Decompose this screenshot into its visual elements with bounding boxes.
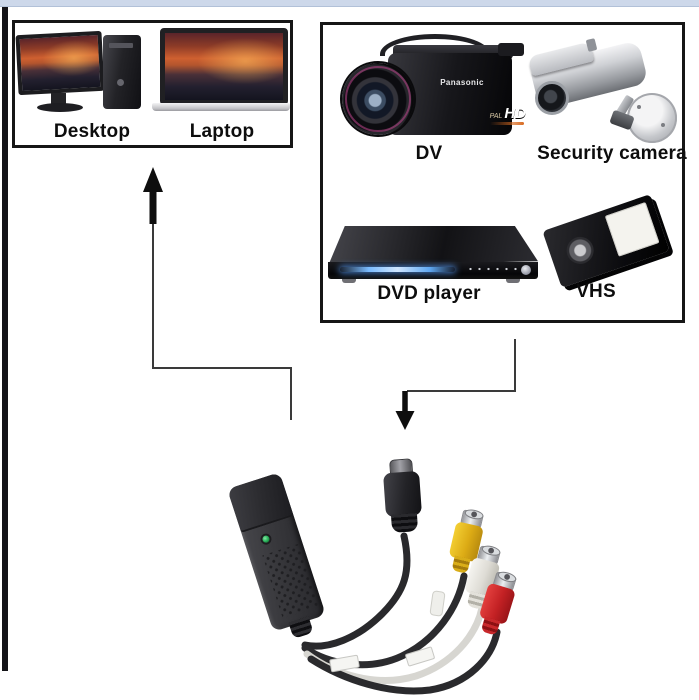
arrow-to-computers bbox=[143, 167, 292, 420]
dvd-foot bbox=[506, 279, 520, 283]
top-strip-decoration bbox=[0, 0, 699, 7]
badge-pal-text: PAL bbox=[489, 113, 503, 120]
rca-tail bbox=[480, 616, 501, 636]
dv-label: DV bbox=[415, 143, 443, 164]
composite-cable bbox=[301, 572, 468, 669]
dvd-blue-light bbox=[340, 267, 455, 272]
dvd-top-surface bbox=[328, 226, 538, 266]
dvd-knob bbox=[521, 265, 531, 275]
vhs-reel bbox=[562, 233, 598, 268]
dvd-front-panel bbox=[328, 262, 538, 279]
usb-capture-stick bbox=[227, 472, 326, 639]
usb-connector-cap bbox=[227, 472, 294, 533]
monitor-stand-neck bbox=[51, 93, 66, 105]
laptop-screen-image bbox=[160, 28, 288, 105]
vhs-tape-image bbox=[541, 194, 676, 290]
desktop-label: Desktop bbox=[53, 121, 131, 142]
cable-strain-relief bbox=[288, 616, 314, 639]
dvd-player-image bbox=[328, 220, 543, 290]
tower-power-button bbox=[117, 79, 124, 86]
svideo-body bbox=[383, 470, 423, 518]
camcorder-brand-text: Panasonic bbox=[440, 78, 484, 87]
camera-top-knob bbox=[585, 38, 598, 52]
svideo-connector bbox=[381, 458, 427, 545]
dvd-buttons bbox=[466, 267, 518, 271]
svideo-cable bbox=[301, 532, 411, 650]
desktop-monitor-image bbox=[15, 30, 105, 96]
desktop-tower-image bbox=[103, 35, 141, 109]
vhs-label: VHS bbox=[576, 281, 616, 302]
laptop-base bbox=[152, 103, 290, 111]
mount-screw bbox=[637, 105, 641, 109]
monitor-stand-base bbox=[37, 103, 83, 112]
svideo-strain-ribs bbox=[390, 513, 419, 533]
badge-hd-text: HD bbox=[504, 105, 526, 122]
camera-mount-base bbox=[627, 93, 677, 143]
vhs-sticker-label bbox=[604, 201, 660, 257]
dvd-foot bbox=[342, 279, 356, 283]
camcorder-viewfinder bbox=[498, 43, 524, 56]
computers-box: Desktop Laptop bbox=[12, 20, 293, 148]
left-edge-bar bbox=[2, 7, 8, 671]
dvd-player-label: DVD player bbox=[377, 283, 481, 304]
cable-sleeve bbox=[429, 590, 446, 617]
status-led bbox=[261, 534, 271, 544]
mount-screw bbox=[661, 123, 665, 127]
camcorder-lens bbox=[342, 63, 414, 135]
rca-tail bbox=[451, 555, 471, 574]
security-camera-image bbox=[523, 35, 685, 155]
tower-drive-slot bbox=[109, 43, 133, 48]
vent-holes bbox=[262, 543, 319, 619]
cable-tag bbox=[329, 654, 360, 673]
laptop-label: Laptop bbox=[189, 121, 255, 142]
cable-tag bbox=[404, 646, 436, 667]
arrow-to-device bbox=[395, 339, 516, 430]
security-camera-label: Security camera bbox=[537, 143, 687, 164]
camera-lens-face bbox=[535, 81, 569, 115]
vhs-cassette-shell bbox=[542, 194, 670, 288]
